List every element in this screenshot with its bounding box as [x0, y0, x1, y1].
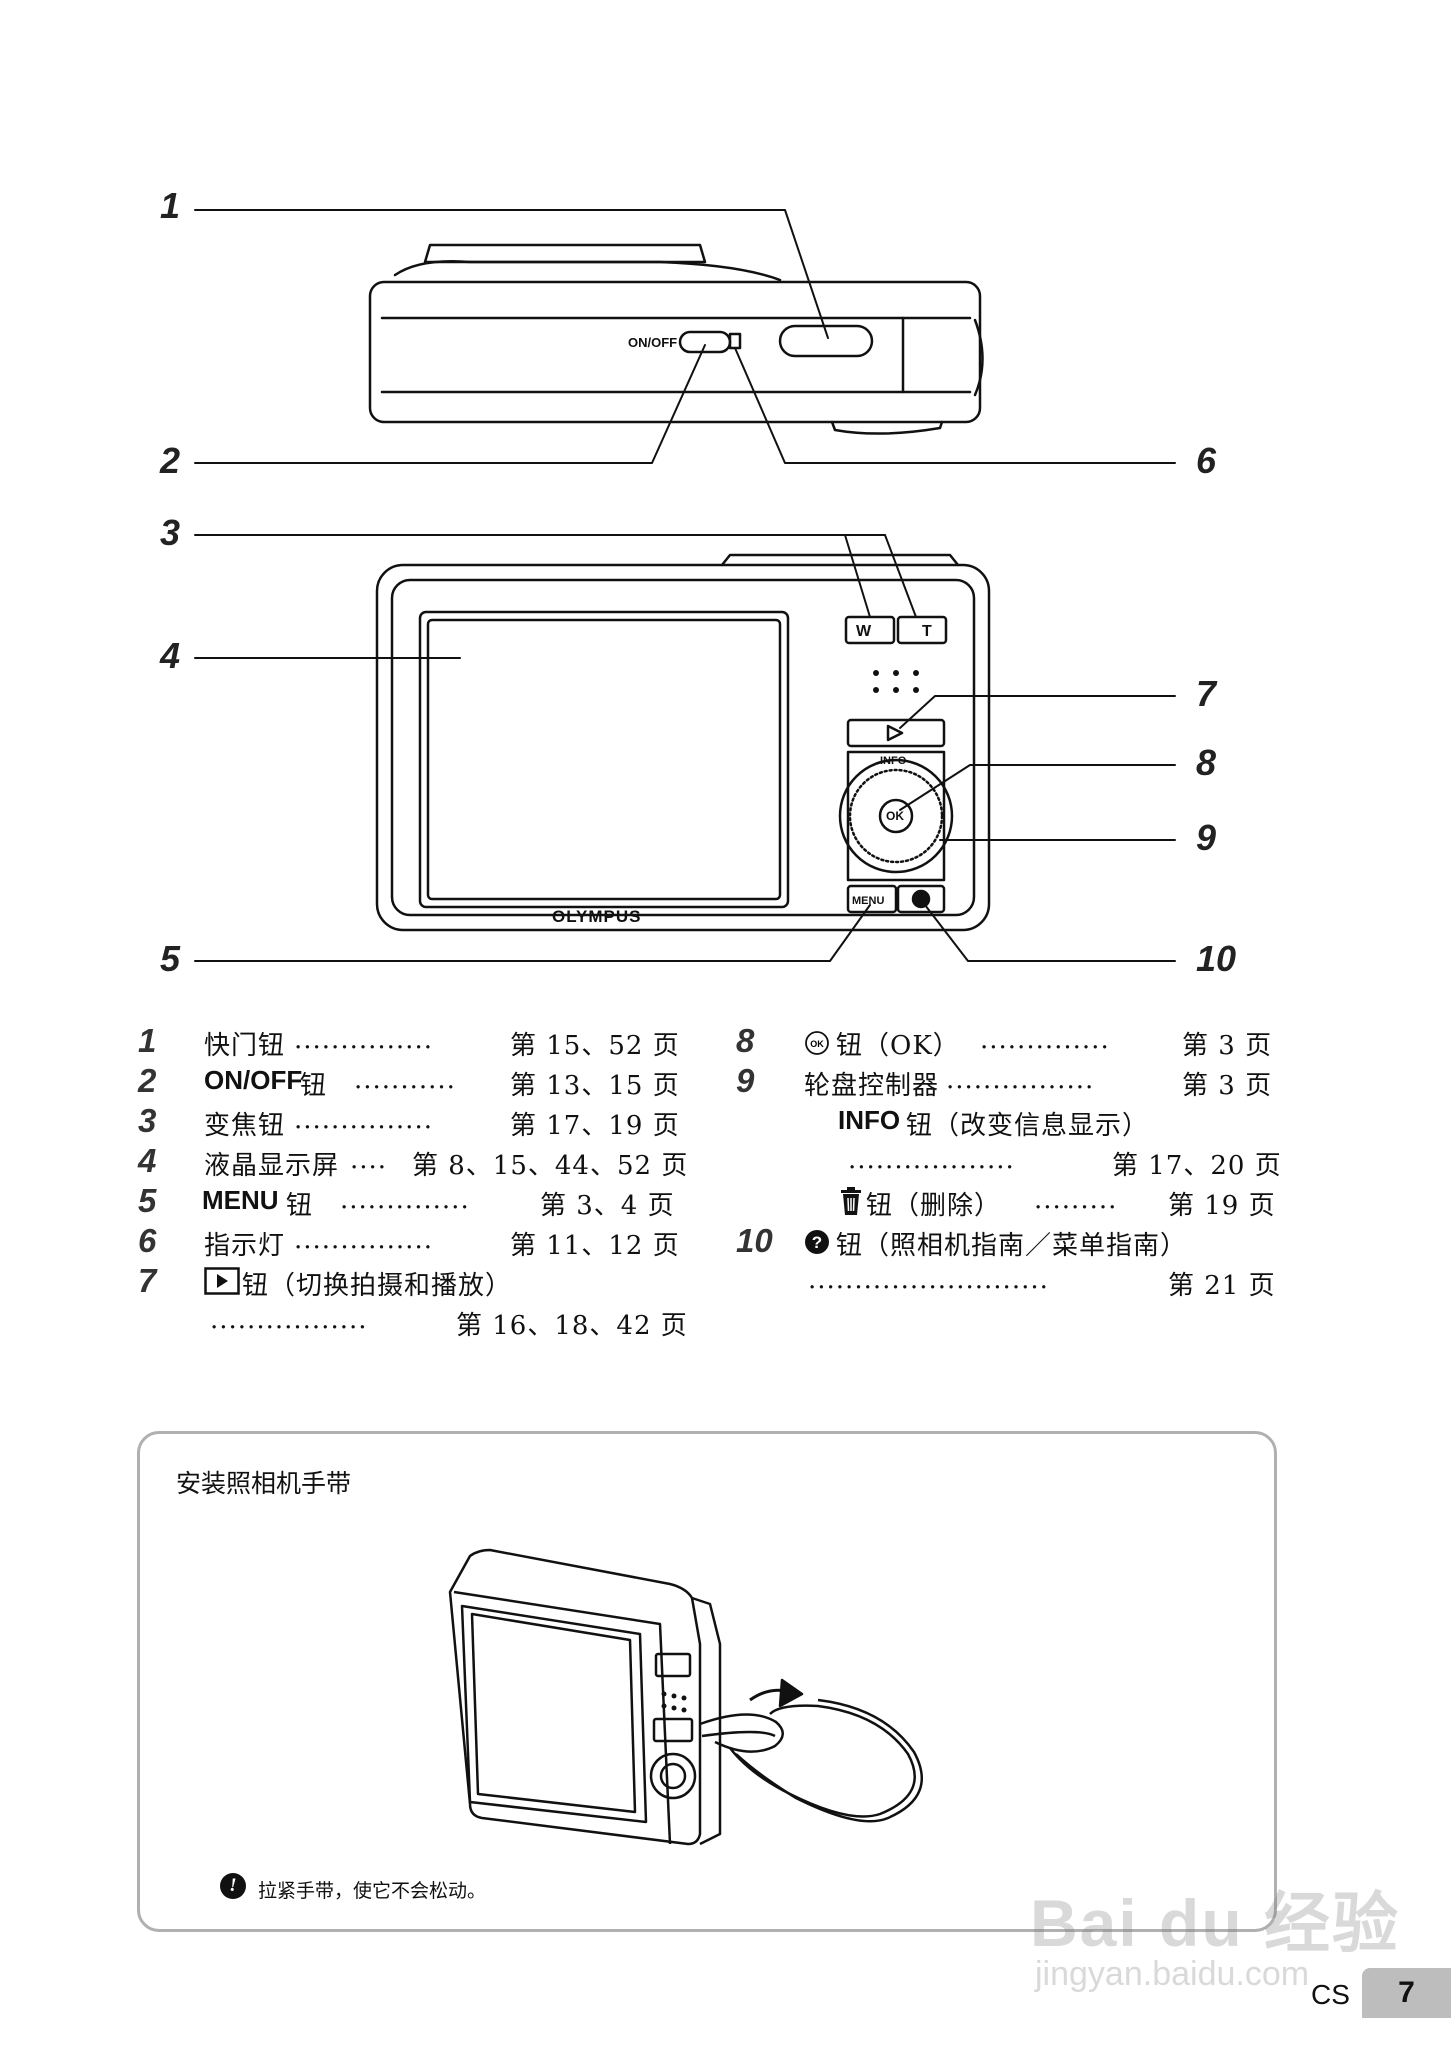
legend-dots: ............... — [294, 1225, 433, 1255]
onoff-label: ON/OFF — [628, 335, 677, 350]
strap-attachment-box: 安装照相机手带 ! 拉紧手带，使它不会松动。 — [137, 1431, 1277, 1932]
legend-dots: ................. — [210, 1305, 368, 1335]
zoom-w-label: W — [856, 623, 872, 640]
callout-9: 9 — [1196, 817, 1217, 858]
brand-label: OLYMPUS — [552, 907, 642, 926]
legend-dots: ........... — [354, 1065, 456, 1095]
legend-page: 第 8、15、44、52 页 — [412, 1151, 689, 1181]
help-icon: ? — [805, 1230, 829, 1254]
callout-3: 3 — [160, 512, 181, 553]
strap-box-title: 安装照相机手带 — [176, 1469, 352, 1498]
legend-dots: ......... — [1034, 1185, 1118, 1215]
legend-text: 钮（删除） — [866, 1191, 1002, 1221]
trash-icon — [841, 1187, 861, 1215]
legend-page: 第 17、19 页 — [510, 1111, 680, 1141]
legend-page: 第 13、15 页 — [510, 1071, 680, 1101]
camera-diagram: ON/OFF W T INFO OK MENU OLYMPUS — [194, 209, 1176, 962]
page-number: 7 — [1362, 1968, 1451, 2018]
legend-text: 钮 — [286, 1191, 314, 1221]
legend-bold: MENU — [202, 1185, 279, 1215]
legend-dots: ............... — [294, 1105, 433, 1135]
legend-num: 7 — [138, 1262, 157, 1299]
legend-num: 6 — [138, 1222, 157, 1259]
strap-note: 拉紧手带，使它不会松动。 — [258, 1880, 487, 1902]
legend-num: 2 — [138, 1062, 157, 1099]
menu-label: MENU — [852, 895, 884, 907]
camera-back-view — [375, 553, 991, 932]
zoom-t-label: T — [922, 623, 932, 640]
legend-text: 钮（OK） — [836, 1031, 960, 1061]
legend-text: 钮（改变信息显示） — [906, 1111, 1150, 1141]
callout-10: 10 — [1196, 938, 1237, 979]
callout-5: 5 — [160, 938, 181, 979]
svg-text:?: ? — [812, 1233, 822, 1252]
legend-bold: INFO — [838, 1105, 901, 1135]
legend-num: 5 — [138, 1182, 157, 1219]
legend-text: 钮（照相机指南／菜单指南） — [836, 1231, 1188, 1261]
watermark-url: jingyan.baidu.com — [1035, 1955, 1310, 1993]
legend-dots: .......................... — [808, 1265, 1049, 1295]
caution-icon: ! — [220, 1873, 246, 1899]
legend-text: 快门钮 — [204, 1031, 286, 1061]
legend-dots: .... — [350, 1145, 388, 1175]
watermark-logo: Bai du 经验 — [1030, 1886, 1401, 1960]
legend-page: 第 3 页 — [1182, 1071, 1273, 1101]
language-code: CS — [1311, 1979, 1350, 2010]
callout-4: 4 — [160, 635, 181, 676]
legend-page: 第 19 页 — [1168, 1191, 1276, 1221]
legend-dots: .................. — [848, 1145, 1015, 1175]
legend-page: 第 15、52 页 — [510, 1031, 680, 1061]
callout-8: 8 — [1196, 742, 1217, 783]
legend-dots: .............. — [980, 1025, 1110, 1055]
legend-num: 9 — [736, 1062, 755, 1099]
legend-num: 3 — [138, 1102, 157, 1139]
legend-page: 第 3、4 页 — [540, 1191, 675, 1221]
legend-text: 轮盘控制器 — [804, 1071, 940, 1101]
legend-page: 第 3 页 — [1182, 1031, 1273, 1061]
play-icon — [204, 1267, 240, 1295]
legend-page: 第 11、12 页 — [510, 1231, 680, 1261]
strap-illustration — [448, 1548, 923, 1846]
legend-num: 1 — [138, 1022, 157, 1059]
legend-num: 4 — [138, 1142, 157, 1179]
legend-page: 第 16、18、42 页 — [456, 1311, 688, 1341]
legend-num: 10 — [736, 1222, 773, 1259]
legend-text: 液晶显示屏 — [204, 1151, 340, 1181]
legend-page: 第 17、20 页 — [1112, 1151, 1282, 1181]
legend-page: 第 21 页 — [1168, 1271, 1276, 1301]
ok-icon: OK — [805, 1031, 829, 1055]
callout-7: 7 — [1196, 673, 1217, 714]
ok-label: OK — [886, 809, 904, 823]
legend-text: 变焦钮 — [204, 1111, 286, 1141]
legend-text: 钮 — [300, 1071, 328, 1101]
callout-2: 2 — [160, 440, 181, 481]
legend-num: 8 — [736, 1022, 755, 1059]
legend-text: 钮（切换拍摄和播放） — [242, 1271, 513, 1301]
legend-dots: ............... — [294, 1025, 433, 1055]
svg-text:OK: OK — [810, 1039, 824, 1049]
legend-dots: ................ — [946, 1065, 1095, 1095]
info-label: INFO — [880, 755, 907, 767]
legend-dots: .............. — [340, 1185, 470, 1215]
callout-1: 1 — [160, 185, 181, 226]
callout-6: 6 — [1196, 440, 1217, 481]
legend-bold: ON/OFF — [204, 1065, 303, 1095]
legend-text: 指示灯 — [204, 1231, 286, 1261]
